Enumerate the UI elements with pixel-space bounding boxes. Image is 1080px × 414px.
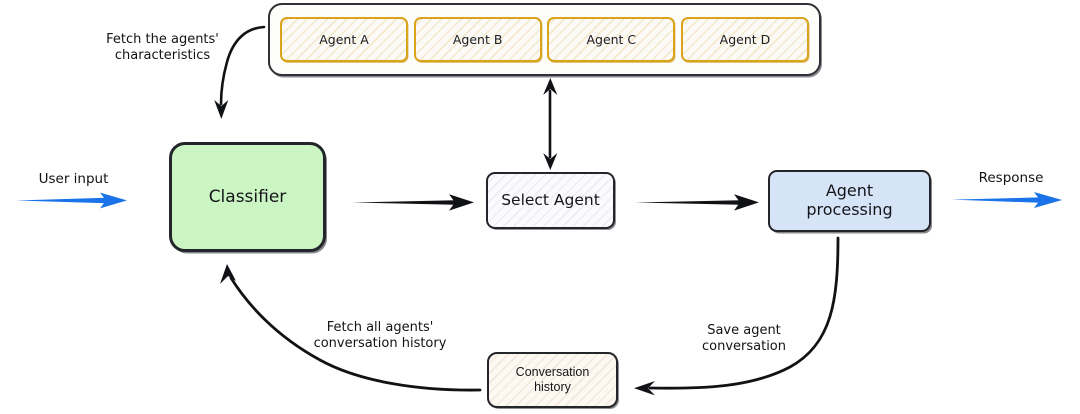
label-fetch-characteristics: Fetch the agents' characteristics xyxy=(106,32,219,64)
user-input-arrow xyxy=(16,192,127,209)
agents-pool-row: Agent A Agent B Agent C Agent D xyxy=(268,3,821,76)
agents-select-bidirectional-arrow xyxy=(543,78,558,170)
agent-b-label: Agent B xyxy=(452,32,503,47)
agent-box-c[interactable]: Agent C xyxy=(547,17,676,62)
fetch-history-arrow xyxy=(220,264,482,392)
select-to-processing-arrow xyxy=(634,194,759,211)
agent-c-label: Agent C xyxy=(586,32,637,47)
node-agent-processing[interactable]: Agent processing xyxy=(768,170,931,232)
conversation-history-label: Conversation history xyxy=(515,365,590,394)
agent-box-a[interactable]: Agent A xyxy=(280,17,408,62)
agent-box-d[interactable]: Agent D xyxy=(680,17,809,62)
save-conversation-arrow xyxy=(634,236,840,396)
label-fetch-history: Fetch all agents' conversation history xyxy=(313,320,447,352)
agent-box-b[interactable]: Agent B xyxy=(413,17,542,62)
label-response: Response xyxy=(978,170,1044,186)
agent-processing-label: Agent processing xyxy=(806,181,893,219)
label-user-input: User input xyxy=(38,171,109,187)
response-arrow xyxy=(952,192,1062,208)
select-agent-label: Select Agent xyxy=(501,191,600,210)
classifier-label: Classifier xyxy=(208,186,287,207)
node-classifier[interactable]: Classifier xyxy=(169,142,326,252)
agent-a-label: Agent A xyxy=(319,32,369,47)
node-conversation-history[interactable]: Conversation history xyxy=(487,352,618,408)
label-save-conversation: Save agent conversation xyxy=(701,323,787,355)
classifier-to-select-arrow xyxy=(352,194,474,211)
fetch-characteristics-arrow xyxy=(214,25,266,119)
agent-d-label: Agent D xyxy=(719,32,771,47)
node-select-agent[interactable]: Select Agent xyxy=(486,172,615,229)
